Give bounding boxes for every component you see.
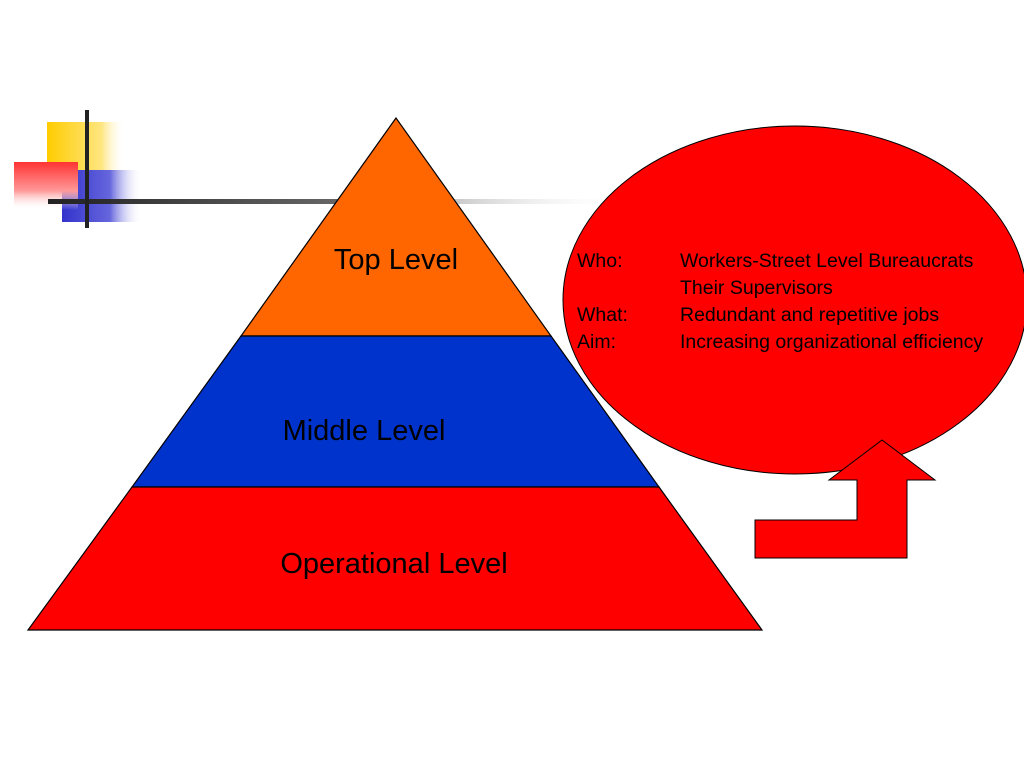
callout-key: Who: xyxy=(577,250,623,272)
callout-value: Redundant and repetitive jobs xyxy=(680,304,940,326)
callout-row-who-continued: Their Supervisors xyxy=(577,275,1024,302)
decor-vertical-line xyxy=(85,110,89,228)
callout-row-who: Who: Workers-Street Level Bureaucrats xyxy=(577,248,1024,275)
top-level-label: Top Level xyxy=(334,244,458,276)
callout-value: Workers-Street Level Bureaucrats xyxy=(680,250,974,272)
callout-row-aim: Aim: Increasing organizational efficienc… xyxy=(577,329,1024,356)
callout-text: Who: Workers-Street Level Bureaucrats Th… xyxy=(577,248,1024,356)
operational-level-label: Operational Level xyxy=(280,548,507,580)
pyramid: Top Level Middle Level Operational Level xyxy=(26,116,764,631)
callout-ellipse xyxy=(562,125,1024,475)
corner-decoration xyxy=(14,110,628,228)
callout-key: Aim: xyxy=(577,331,616,353)
pyramid-level-top xyxy=(239,116,553,337)
middle-level-label: Middle Level xyxy=(283,415,446,447)
callout-value: Increasing organizational efficiency xyxy=(680,331,984,353)
bent-arrow xyxy=(754,439,937,559)
pyramid-level-operational xyxy=(26,486,764,631)
callout-value: Their Supervisors xyxy=(680,277,833,299)
callout-key: What: xyxy=(577,304,628,326)
callout-row-what: What: Redundant and repetitive jobs xyxy=(577,302,1024,329)
callout-key xyxy=(577,275,680,302)
